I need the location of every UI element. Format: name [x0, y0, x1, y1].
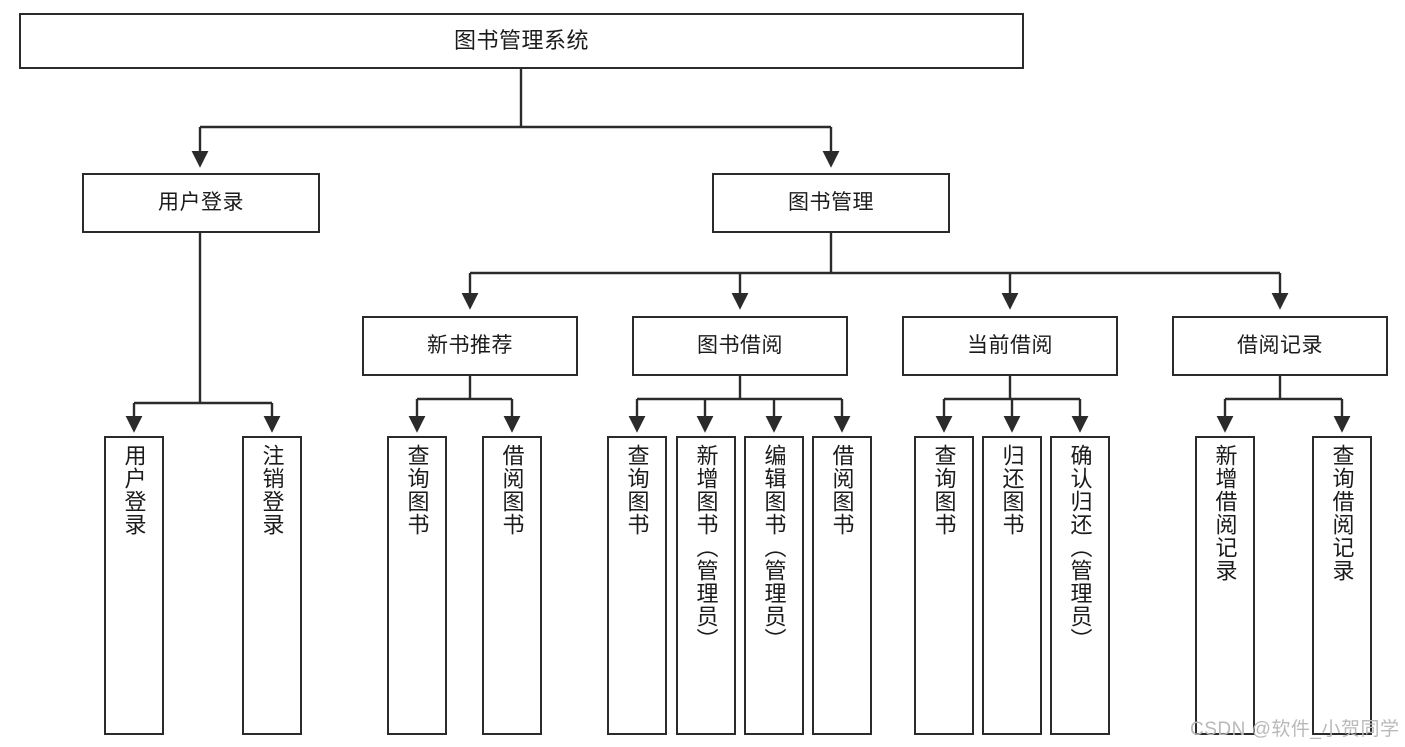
- node-book-management[interactable]: 图书管理: [712, 173, 950, 233]
- node-leaf-query-borrow-record-label: 查询借阅记录: [1329, 444, 1355, 582]
- node-borrow-records[interactable]: 借阅记录: [1172, 316, 1388, 376]
- node-leaf-confirm-return[interactable]: 确认归还（管理员）: [1050, 436, 1110, 735]
- node-leaf-borrow-book-label: 借阅图书: [829, 444, 855, 536]
- node-leaf-return-book-label: 归还图书: [999, 444, 1025, 536]
- node-user-login-label: 用户登录: [158, 190, 244, 214]
- node-leaf-user-login-label: 用户登录: [121, 444, 147, 536]
- node-current-borrow[interactable]: 当前借阅: [902, 316, 1118, 376]
- node-leaf-return-book[interactable]: 归还图书: [982, 436, 1042, 735]
- node-leaf-logout[interactable]: 注销登录: [242, 436, 302, 735]
- node-root-label: 图书管理系统: [453, 27, 589, 53]
- node-leaf-user-login[interactable]: 用户登录: [104, 436, 164, 735]
- node-leaf-edit-book[interactable]: 编辑图书（管理员）: [744, 436, 804, 735]
- node-user-login[interactable]: 用户登录: [82, 173, 320, 233]
- node-leaf-query-book-borrow[interactable]: 查询图书: [607, 436, 667, 735]
- node-leaf-borrow-book-newbook-label: 借阅图书: [499, 444, 525, 536]
- node-leaf-query-book-newbook[interactable]: 查询图书: [387, 436, 447, 735]
- node-leaf-add-book-label: 新增图书（管理员）: [693, 444, 719, 651]
- csdn-watermark: CSDN @软件_小贺同学: [1190, 719, 1400, 740]
- node-leaf-query-borrow-record[interactable]: 查询借阅记录: [1312, 436, 1372, 735]
- node-leaf-query-book-newbook-label: 查询图书: [404, 444, 430, 536]
- node-leaf-query-book-current-label: 查询图书: [931, 444, 957, 536]
- node-leaf-add-borrow-record[interactable]: 新增借阅记录: [1195, 436, 1255, 735]
- node-new-book-recommend-label: 新书推荐: [427, 333, 513, 357]
- node-new-book-recommend[interactable]: 新书推荐: [362, 316, 578, 376]
- node-leaf-logout-label: 注销登录: [259, 444, 285, 536]
- node-borrow-records-label: 借阅记录: [1237, 333, 1323, 357]
- node-leaf-borrow-book-newbook[interactable]: 借阅图书: [482, 436, 542, 735]
- node-leaf-confirm-return-label: 确认归还（管理员）: [1067, 444, 1093, 651]
- node-book-management-label: 图书管理: [788, 190, 874, 214]
- node-leaf-query-book-current[interactable]: 查询图书: [914, 436, 974, 735]
- node-leaf-borrow-book[interactable]: 借阅图书: [812, 436, 872, 735]
- node-leaf-add-book[interactable]: 新增图书（管理员）: [676, 436, 736, 735]
- node-root[interactable]: 图书管理系统: [19, 13, 1024, 69]
- node-leaf-edit-book-label: 编辑图书（管理员）: [761, 444, 787, 651]
- node-book-borrow[interactable]: 图书借阅: [632, 316, 848, 376]
- node-current-borrow-label: 当前借阅: [967, 333, 1053, 357]
- node-book-borrow-label: 图书借阅: [697, 333, 783, 357]
- node-leaf-add-borrow-record-label: 新增借阅记录: [1212, 444, 1238, 582]
- node-leaf-query-book-borrow-label: 查询图书: [624, 444, 650, 536]
